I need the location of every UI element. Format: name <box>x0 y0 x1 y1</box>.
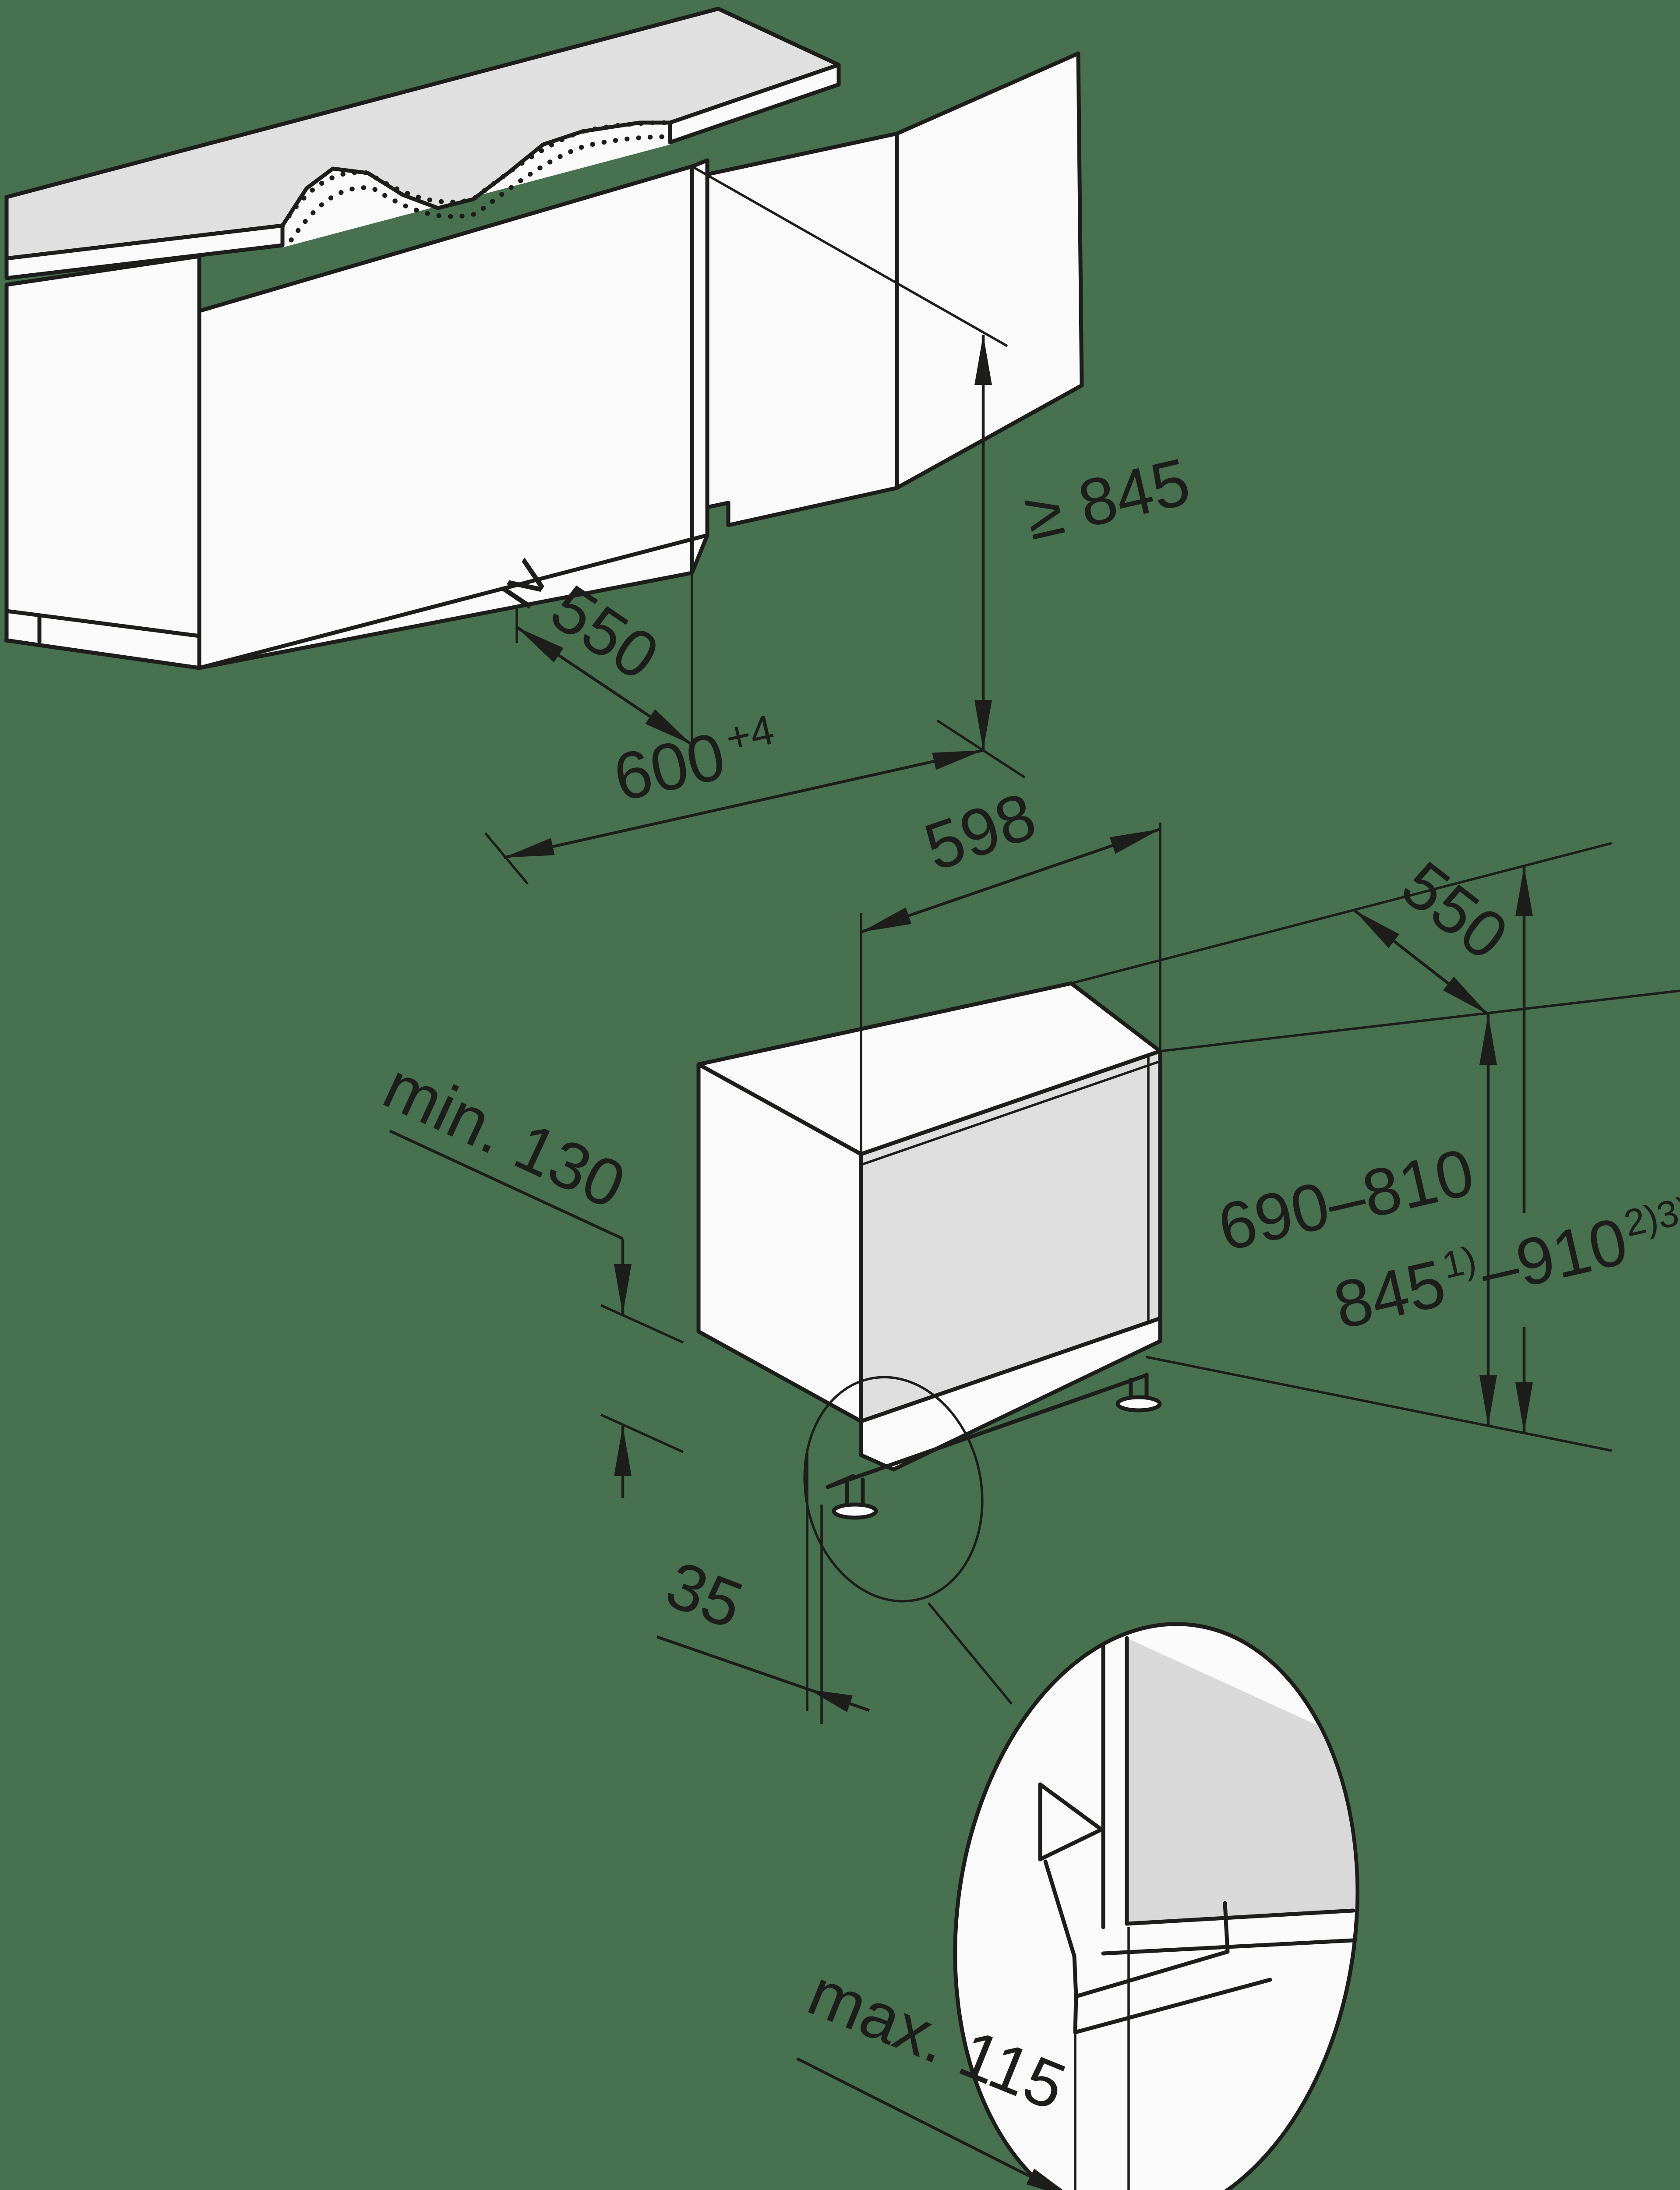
svg-text:600+4: 600+4 <box>607 706 784 816</box>
cabinet-niche-scene: ≥ 550 ≥ 845 600+4 <box>4 7 1196 885</box>
dim-door-height: 690–810 <box>1211 1014 1497 1426</box>
countertop-front-edge-left <box>4 223 285 280</box>
countertop-front-edge-right <box>668 63 841 145</box>
front-right-foot <box>1115 1372 1162 1413</box>
niche-width-label: 600 <box>607 718 732 816</box>
niche-width-tolerance: +4 <box>721 706 778 762</box>
floor-line <box>4 533 709 670</box>
appliance-width-label: 598 <box>916 778 1045 885</box>
dishwasher-plinth <box>859 1316 1162 1472</box>
plinth-height-label: min. 130 <box>373 1048 636 1223</box>
detail-callout-ring <box>803 1376 984 1603</box>
detail-door-panel <box>1127 1638 1366 1924</box>
appliance-depth-label: 550 <box>1388 847 1522 974</box>
counter-tear-reveal <box>282 123 670 247</box>
dim-side-gap: 35 <box>656 1450 870 1724</box>
total-height-range2: –910 <box>1473 1204 1634 1310</box>
total-height-fn2: 2)3) <box>1620 1189 1680 1245</box>
total-height-main: 845 <box>1327 1246 1452 1343</box>
detail-plinth-recess <box>1038 1782 1104 1862</box>
total-height-fn1: 1) <box>1438 1238 1480 1287</box>
dim-plinth-height: min. 130 <box>373 1048 684 1498</box>
dim-total-height: 8451)–9102)3) <box>1327 866 1680 1433</box>
niche-height-label: ≥ 845 <box>1018 444 1196 554</box>
right-cabinet-side <box>895 51 1084 490</box>
dim-appliance-depth: 550 <box>1071 842 1680 1053</box>
niche-back-wall <box>690 158 709 575</box>
left-cabinet-front <box>4 254 201 670</box>
dim-niche-width: 600+4 <box>484 706 984 885</box>
detail-connector <box>927 1602 1013 1705</box>
plinth-detail-view: max. 115 <box>796 1622 1366 2190</box>
front-left-foot <box>832 1477 878 1520</box>
dishwasher-scene: 598 550 690–810 8451)–9102)3) min. 1 <box>373 778 1680 1724</box>
side-gap-label: 35 <box>656 1547 752 1643</box>
